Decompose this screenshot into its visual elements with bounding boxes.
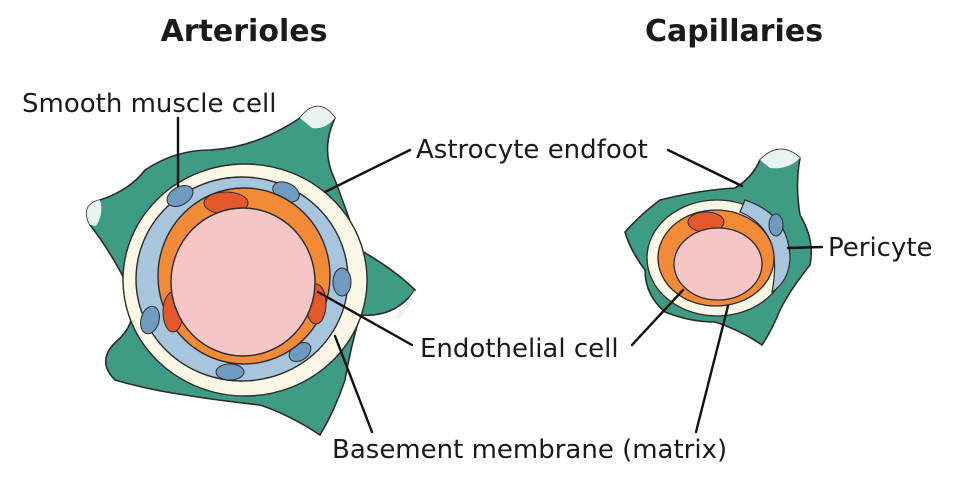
- arteriole-endfoot-tip: [300, 106, 335, 129]
- leader-lines: [176, 116, 824, 434]
- leader-endothelial-capillary: [630, 288, 685, 347]
- label-endothelial-cell: Endothelial cell: [420, 334, 619, 364]
- arteriole-endfoot-tip: [86, 200, 102, 226]
- smooth-muscle-nucleus: [140, 305, 160, 335]
- smooth-muscle-nucleus: [215, 363, 245, 381]
- label-smooth-muscle-cell: Smooth muscle cell: [22, 89, 276, 119]
- label-astrocyte-endfoot: Astrocyte endfoot: [416, 135, 648, 165]
- capillary-endfoot-tip: [760, 149, 800, 169]
- label-basement-membrane: Basement membrane (matrix): [332, 435, 727, 465]
- label-pericyte: Pericyte: [828, 233, 933, 263]
- capillaries-title: Capillaries: [645, 14, 823, 49]
- leader-endothelial-arteriole: [316, 290, 414, 347]
- arteriole-lumen: [170, 207, 316, 357]
- arteriole-illustration: [85, 105, 417, 437]
- pericyte-nucleus: [768, 213, 784, 237]
- smooth-muscle-nucleus: [332, 267, 352, 297]
- capillary-illustration: [624, 148, 813, 347]
- smooth-muscle-nucleus: [166, 185, 194, 207]
- leader-astrocyte-arteriole: [323, 148, 412, 194]
- capillary-lumen: [673, 227, 763, 301]
- leader-basement-capillary: [694, 304, 730, 434]
- leader-basement-arteriole: [333, 334, 374, 434]
- leader-pericyte: [786, 245, 824, 250]
- leader-astrocyte-capillary: [666, 148, 744, 188]
- arteriole-endfoot-tip: [395, 290, 415, 318]
- arterioles-title: Arterioles: [161, 14, 328, 49]
